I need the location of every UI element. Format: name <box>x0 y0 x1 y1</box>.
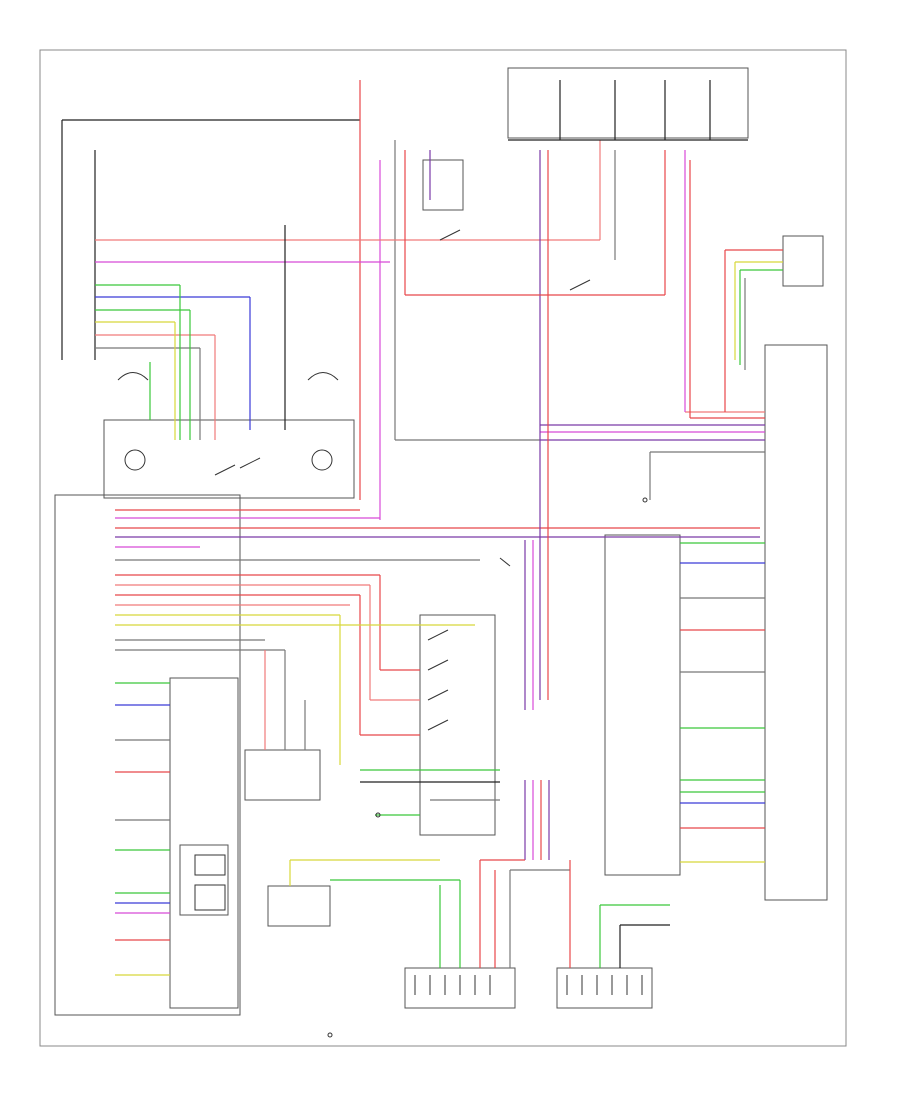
switch-symbol <box>214 457 261 476</box>
switch-symbol <box>569 279 591 291</box>
fuse-block-top <box>507 67 749 139</box>
diagram-border <box>39 49 847 1047</box>
motor-symbol <box>117 372 149 381</box>
ground-symbol <box>375 812 381 818</box>
ground-symbol <box>642 497 648 503</box>
right-pressure-sensor <box>556 967 653 1009</box>
switch-symbol <box>427 629 449 731</box>
left-pulley-unit <box>244 749 321 801</box>
sensor-symbol <box>194 884 226 911</box>
relay-box <box>419 614 496 836</box>
power-sliding-door-ecu-left <box>54 494 241 1016</box>
sensor-symbol <box>194 854 226 876</box>
motor-symbol <box>124 449 146 471</box>
front-motor-unit <box>267 885 331 927</box>
connector-pins <box>414 975 643 995</box>
switch-symbol <box>499 557 511 567</box>
left-remote-control-unit <box>169 677 239 1009</box>
right-remote-control-unit <box>604 534 681 876</box>
right-door-ecu <box>764 344 828 901</box>
right-door-switch <box>782 235 824 287</box>
symbols <box>117 229 648 1038</box>
ground-symbol <box>327 1032 333 1038</box>
motor-symbol <box>311 449 333 471</box>
electric-sliding-door-unit <box>103 419 355 499</box>
wires <box>61 80 783 976</box>
center-relay <box>422 159 464 211</box>
switch-symbol <box>439 229 461 241</box>
motor-symbol <box>307 372 339 381</box>
component-boxes <box>54 67 828 1016</box>
inner-lock-switch <box>179 844 229 916</box>
